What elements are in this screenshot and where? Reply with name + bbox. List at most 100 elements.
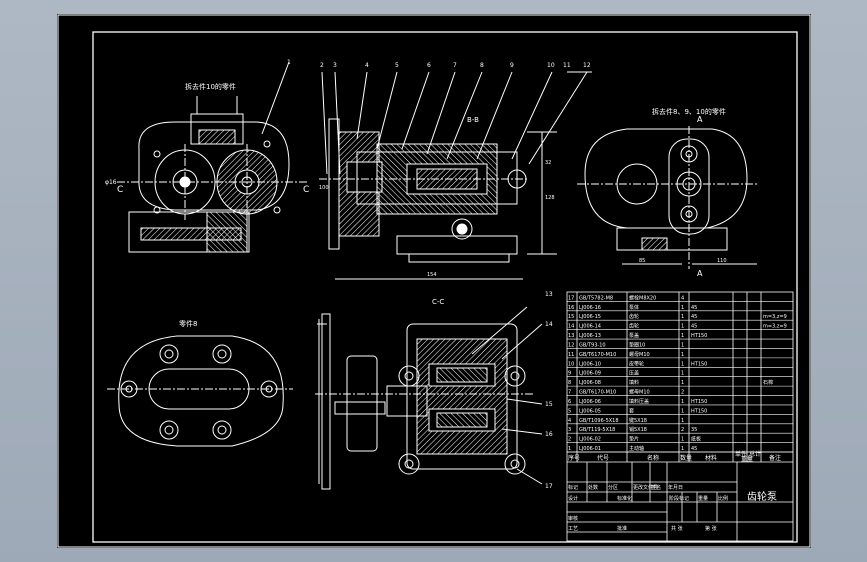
bom-cell-mat: 纸板 bbox=[691, 436, 701, 443]
balloon-11: 11 bbox=[563, 62, 571, 69]
bom-cell-code: LJ006-13 bbox=[579, 333, 601, 339]
balloon-7: 7 bbox=[453, 62, 457, 69]
balloon-13: 13 bbox=[545, 291, 553, 298]
tb-design: 设计 bbox=[568, 495, 578, 502]
bom-cell-qty: 1 bbox=[681, 408, 684, 414]
bom-cell-name: 键5X18 bbox=[629, 417, 647, 424]
bom-cell-no: 6 bbox=[568, 399, 571, 405]
view-letter-a1: A bbox=[697, 115, 703, 124]
balloon-9: 9 bbox=[510, 62, 514, 69]
balloon-12: 12 bbox=[583, 62, 591, 69]
bom-header-no: 序号 bbox=[568, 454, 580, 462]
view-part-8: 零件8 bbox=[107, 319, 293, 447]
bom-cell-no: 2 bbox=[568, 437, 571, 443]
tb-approve: 批准 bbox=[617, 525, 627, 532]
bom-cell-qty: 1 bbox=[681, 305, 684, 311]
balloon-17: 17 bbox=[545, 483, 553, 490]
bom-cell-note: m=3,z=9 bbox=[763, 314, 787, 320]
balloons-top: 2 3 4 5 6 7 8 9 10 11 12 bbox=[320, 62, 591, 69]
bom-cell-name: 螺母M10 bbox=[629, 351, 650, 358]
balloon-2: 2 bbox=[320, 62, 324, 69]
dim-label-d5: 110 bbox=[717, 258, 727, 264]
view-section-cc: C-C bbox=[315, 298, 543, 490]
bom-cell-code: LJ006-14 bbox=[579, 324, 601, 330]
bom-cell-qty: 1 bbox=[681, 314, 684, 320]
bom-cell-name: 泵盖 bbox=[629, 332, 639, 339]
bom-header: 序号 代号 名称 数量 材料 单件 总计 重量 备注 bbox=[568, 450, 781, 463]
bom-cell-qty: 1 bbox=[681, 418, 684, 424]
bom-cell-no: 11 bbox=[568, 352, 574, 358]
bom-cell-code: LJ006-05 bbox=[579, 408, 601, 414]
bom-header-mat: 材料 bbox=[705, 454, 717, 462]
balloon-3: 3 bbox=[333, 62, 337, 69]
bom-cell-name: 填料压盖 bbox=[629, 398, 649, 405]
balloon-15: 15 bbox=[545, 401, 553, 408]
bom-cell-no: 1 bbox=[568, 446, 571, 452]
bom-cell-qty: 2 bbox=[681, 390, 684, 396]
bom-cell-qty: 1 bbox=[681, 361, 684, 367]
bom-cell-no: 7 bbox=[568, 390, 571, 396]
balloon-4: 4 bbox=[365, 62, 369, 69]
balloons-right: 13 14 15 16 17 bbox=[545, 291, 553, 490]
label-section-cc: C-C bbox=[432, 298, 444, 306]
tb-stage: 阶段标记 bbox=[669, 495, 689, 502]
tb-date: 年月日 bbox=[668, 484, 683, 491]
tb-scale: 比例 bbox=[718, 495, 728, 502]
bom-cell-name: 齿轮 bbox=[629, 313, 639, 320]
bom-header-name: 名称 bbox=[647, 454, 659, 462]
bom-cell-qty: 1 bbox=[681, 446, 684, 452]
bom-cell-mat: 45 bbox=[691, 305, 697, 311]
bom-cell-mat: HT150 bbox=[691, 333, 707, 339]
bom-cell-no: 16 bbox=[568, 305, 574, 311]
bom-cell-name: 螺母M10 bbox=[629, 389, 650, 396]
dim-label-d4: 32 bbox=[545, 160, 551, 166]
bom-cell-no: 9 bbox=[568, 371, 571, 377]
bom-cell-code: LJ006-01 bbox=[579, 446, 601, 452]
dim-label-d1: φ16 bbox=[105, 179, 117, 186]
balloon-6: 6 bbox=[427, 62, 431, 69]
bom-cell-code: LJ006-06 bbox=[579, 399, 601, 405]
label-top-left: 拆去件10的零件 bbox=[185, 82, 236, 91]
bom-cell-note: 石棉 bbox=[763, 379, 773, 386]
bom-cell-code: LJ006-02 bbox=[579, 437, 601, 443]
bom-cell-no: 15 bbox=[568, 314, 574, 320]
bom-header-qty: 数量 bbox=[680, 454, 692, 462]
label-bottom-left: 零件8 bbox=[179, 319, 197, 328]
inner-frame bbox=[92, 31, 798, 543]
tb-sign: 签名 bbox=[651, 484, 661, 491]
bom-header-weight: 重量 bbox=[741, 455, 753, 463]
bom-cell-name: 皮带轮 bbox=[629, 360, 644, 367]
bom-cell-code: LJ006-15 bbox=[579, 314, 601, 320]
tb-sheets: 共 张 bbox=[671, 525, 683, 532]
bom-cell-code: GB/T6170-M10 bbox=[579, 390, 616, 396]
bom-cell-qty: 1 bbox=[681, 437, 684, 443]
dim-label-d7: 100 bbox=[319, 185, 329, 191]
bom-cell-qty: 1 bbox=[681, 324, 684, 330]
dim-label-d2: 85 bbox=[639, 258, 645, 264]
bom-cell-qty: 1 bbox=[681, 371, 684, 377]
bom-cell-name: 垫圈10 bbox=[629, 341, 645, 348]
bom-cell-code: GB/T1096-5X18 bbox=[579, 418, 619, 424]
bom-cell-no: 12 bbox=[568, 342, 574, 348]
bom-cell-qty: 1 bbox=[681, 342, 684, 348]
bom-cell-name: 齿轮 bbox=[629, 323, 639, 330]
balloon-16: 16 bbox=[545, 431, 553, 438]
bom-cell-mat: 45 bbox=[691, 446, 697, 452]
bom-cell-name: 泵体 bbox=[629, 304, 639, 311]
bom-cell-no: 4 bbox=[568, 418, 571, 424]
bom-cell-code: LJ006-16 bbox=[579, 305, 601, 311]
bom-cell-no: 8 bbox=[568, 380, 571, 386]
label-section-bb: B-B bbox=[467, 116, 479, 124]
dim-label-d3: 128 bbox=[545, 195, 555, 201]
label-top-right: 拆去件8、9、10的零件 bbox=[652, 107, 726, 116]
bom-cell-code: GB/T5782-M8 bbox=[579, 295, 613, 301]
bom-cell-name: 垫片 bbox=[629, 436, 639, 443]
bom-cell-qty: 1 bbox=[681, 380, 684, 386]
dim-label-d6: 154 bbox=[427, 272, 437, 278]
bom-cell-mat: HT150 bbox=[691, 361, 707, 367]
drawing-sheet[interactable]: 拆去件10的零件 φ16 C C bbox=[57, 14, 811, 548]
bom-cell-code: GB/T93-10 bbox=[579, 342, 606, 348]
bom-cell-code: LJ006-08 bbox=[579, 380, 601, 386]
